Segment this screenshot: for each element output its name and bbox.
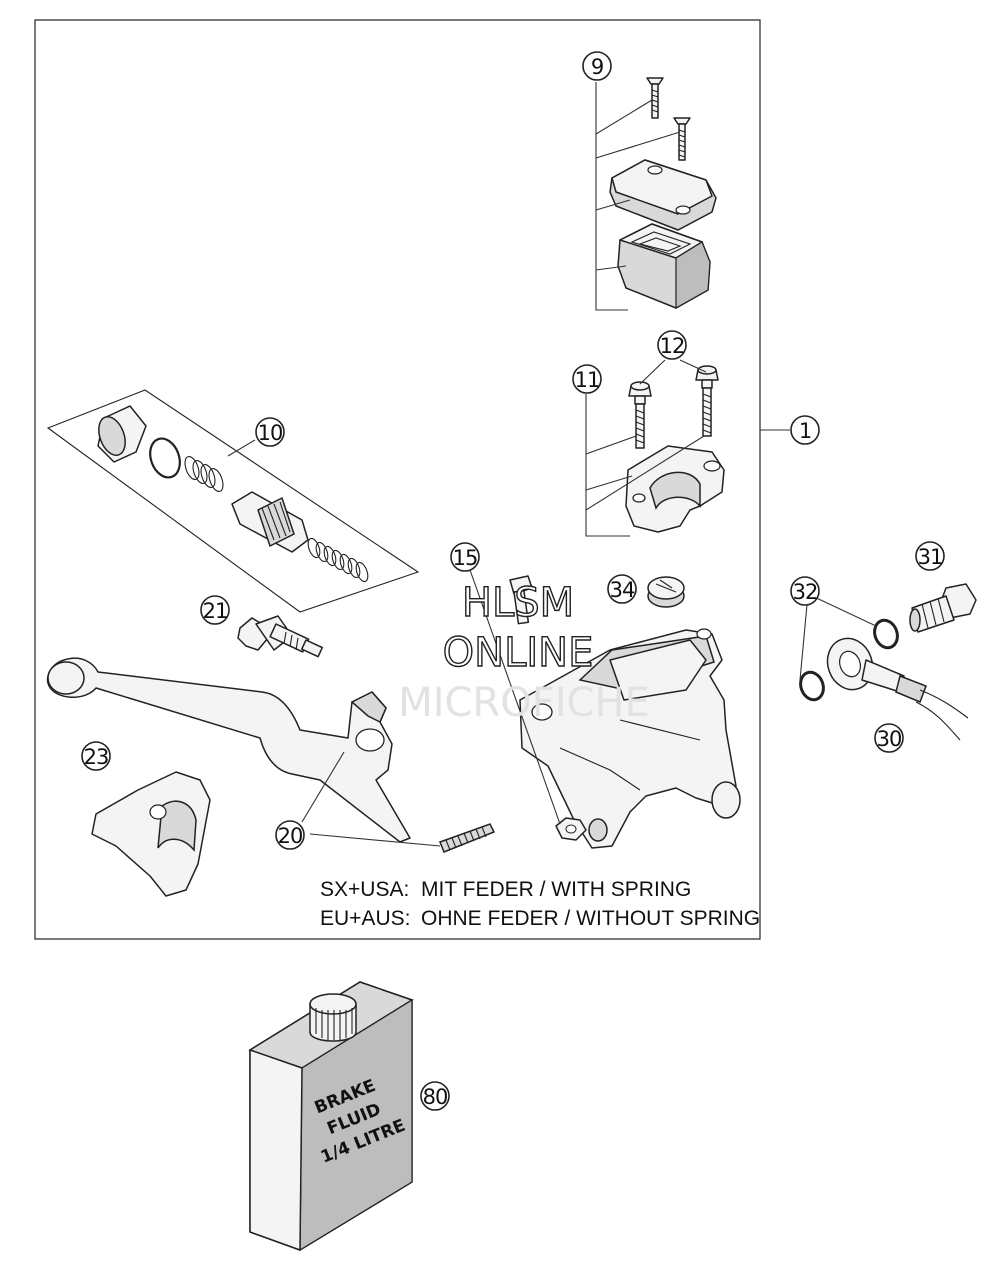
callout-1: 1 bbox=[790, 415, 820, 445]
part-20-brake-lever bbox=[46, 657, 411, 843]
spring-notes: SX+USA: MIT FEDER / WITH SPRING EU+AUS: … bbox=[320, 878, 760, 930]
callout-23-number: 23 bbox=[84, 745, 109, 769]
callout-30: 30 bbox=[874, 723, 904, 753]
part-20-lever-spring bbox=[439, 823, 496, 853]
watermark: HLSM ONLINE MICROFICHE bbox=[398, 579, 650, 726]
callout-20: 20 bbox=[275, 820, 305, 850]
callout-15: 15 bbox=[450, 542, 480, 572]
note-line1-region: SX+USA: bbox=[320, 878, 409, 901]
watermark-line1: HLSM bbox=[462, 580, 574, 626]
part-15-nut bbox=[555, 817, 587, 841]
callout-30-number: 30 bbox=[877, 727, 902, 751]
callout-20-number: 20 bbox=[278, 824, 303, 848]
part-80-brake-fluid-bottle: BRAKE FLUID 1/4 LITRE bbox=[248, 981, 414, 1252]
callout-23: 23 bbox=[81, 741, 111, 771]
callout-11: 11 bbox=[572, 364, 602, 394]
callout-21-number: 21 bbox=[203, 599, 228, 623]
part-23-lever-cover bbox=[91, 771, 211, 897]
callout-21: 21 bbox=[200, 595, 230, 625]
note-line1-text: MIT FEDER / WITH SPRING bbox=[421, 878, 691, 901]
callout-9-number: 9 bbox=[591, 55, 603, 79]
callout-80-number: 80 bbox=[423, 1085, 448, 1109]
part-10-piston-kit bbox=[46, 389, 420, 613]
note-line2-text: OHNE FEDER / WITHOUT SPRING bbox=[421, 907, 760, 930]
part-12-clamp-bolts bbox=[628, 365, 719, 449]
part-34-reservoir-plug bbox=[647, 576, 685, 608]
callout-34: 34 bbox=[607, 574, 637, 604]
note-line2-region: EU+AUS: bbox=[320, 907, 410, 930]
part-30-brake-hose bbox=[826, 637, 969, 741]
callout-34-number: 34 bbox=[610, 578, 635, 602]
callout-1-number: 1 bbox=[799, 419, 811, 443]
callout-80: 80 bbox=[420, 1081, 450, 1111]
part-21-lever-adjuster bbox=[237, 615, 324, 658]
callout-15-number: 15 bbox=[453, 546, 478, 570]
callout-32-number: 32 bbox=[793, 580, 818, 604]
part-9-reservoir-cover-set bbox=[609, 77, 717, 310]
callout-9: 9 bbox=[582, 51, 612, 81]
master-cylinder-pivot-bolt bbox=[509, 575, 533, 625]
callout-12-number: 12 bbox=[660, 334, 685, 358]
part-11-handlebar-clamp bbox=[625, 445, 725, 533]
callout-10-number: 10 bbox=[258, 421, 283, 445]
part-32-copper-washers bbox=[799, 618, 899, 702]
callout-31: 31 bbox=[915, 541, 945, 571]
callout-12: 12 bbox=[657, 330, 687, 360]
assembly-frame bbox=[34, 19, 761, 940]
part-31-banjo-bolt bbox=[909, 583, 977, 633]
watermark-line2: ONLINE bbox=[443, 630, 594, 676]
callout-32: 32 bbox=[790, 576, 820, 606]
callout-11-number: 11 bbox=[575, 368, 600, 392]
watermark-line3: MICROFICHE bbox=[398, 680, 650, 726]
callout-10: 10 bbox=[255, 417, 285, 447]
callout-31-number: 31 bbox=[918, 545, 943, 569]
